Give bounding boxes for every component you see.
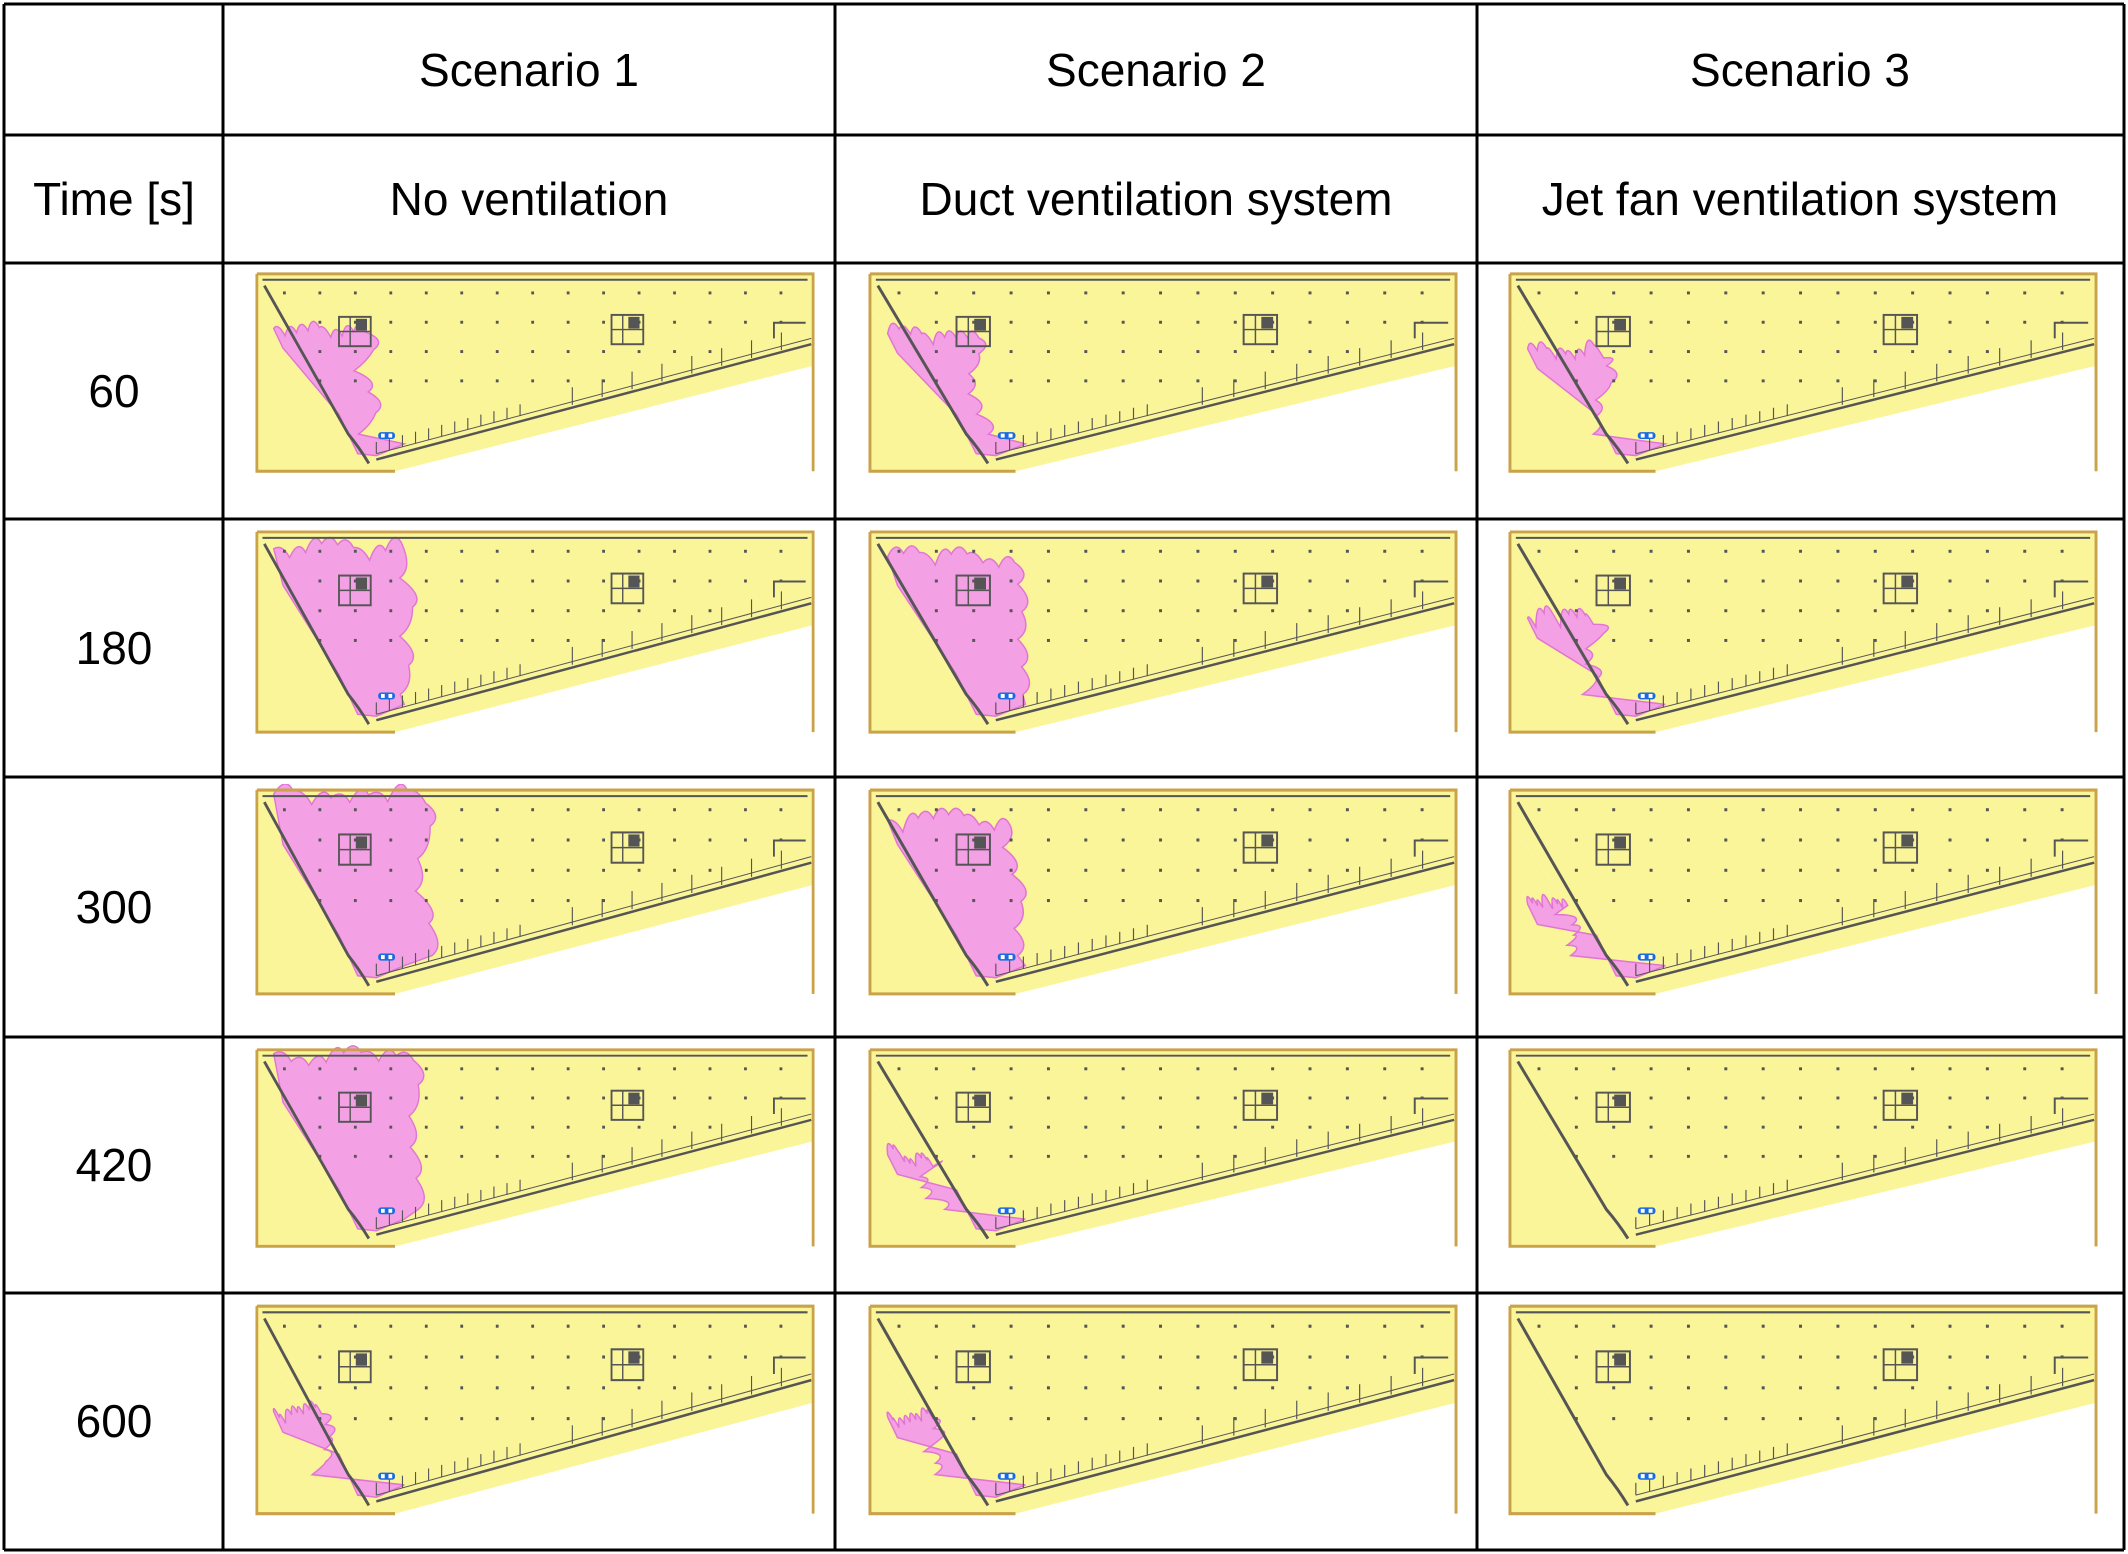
car-icon xyxy=(997,432,1016,440)
car-park-plan xyxy=(255,784,815,996)
car-icon xyxy=(997,1207,1016,1215)
car-park-plan xyxy=(868,788,1458,996)
time-cell-420: 420 xyxy=(75,1139,153,1191)
smoke-spread-region xyxy=(886,545,1031,718)
scenario-1-name: No ventilation xyxy=(389,173,669,225)
smoke-spread-region xyxy=(1526,339,1669,457)
scenario-3-name: Jet fan ventilation system xyxy=(1541,173,2059,225)
car-icon xyxy=(997,953,1016,961)
car-park-plan xyxy=(1508,788,2098,996)
smoke-spread-region xyxy=(886,1407,1026,1499)
car-icon xyxy=(378,692,395,700)
simulation-image-t300-scenario-2 xyxy=(868,784,1458,1006)
simulation-image-t600-scenario-2 xyxy=(868,1300,1458,1526)
car-icon xyxy=(997,692,1016,700)
simulation-image-t180-scenario-2 xyxy=(868,526,1458,744)
simulation-image-t420-scenario-2 xyxy=(868,1044,1458,1258)
car-park-plan xyxy=(255,272,815,473)
simulation-image-t60-scenario-1 xyxy=(255,268,815,483)
car-icon xyxy=(997,1472,1016,1480)
car-park-plan xyxy=(868,1304,1458,1516)
car-icon xyxy=(1637,432,1656,440)
car-icon xyxy=(378,953,395,961)
car-icon xyxy=(1637,953,1656,961)
simulation-image-t420-scenario-1 xyxy=(255,1044,815,1258)
car-icon xyxy=(1637,692,1656,700)
car-icon xyxy=(1637,1472,1656,1480)
time-header: Time [s] xyxy=(33,173,195,225)
time-cell-300: 300 xyxy=(75,881,153,933)
simulation-image-t600-scenario-3 xyxy=(1508,1300,2098,1526)
car-park-plan xyxy=(255,1045,815,1248)
simulation-image-t600-scenario-1 xyxy=(255,1300,815,1526)
time-cell-180: 180 xyxy=(75,622,153,674)
simulation-image-t60-scenario-3 xyxy=(1508,268,2098,483)
simulation-image-t300-scenario-1 xyxy=(255,784,815,1006)
smoke-spread-region xyxy=(272,320,407,457)
car-park-plan xyxy=(868,1048,1458,1248)
car-park-plan xyxy=(1508,1304,2098,1516)
simulation-image-t420-scenario-3 xyxy=(1508,1044,2098,1258)
smoke-spread-region xyxy=(272,536,418,718)
smoke-spread-region xyxy=(1526,605,1666,718)
time-cell-600: 600 xyxy=(75,1395,153,1447)
scenario-3-header: Scenario 3 xyxy=(1690,44,1910,96)
car-park-plan xyxy=(255,1304,815,1516)
simulation-image-t60-scenario-2 xyxy=(868,268,1458,483)
smoke-spread-region xyxy=(886,1142,1026,1232)
scenario-2-name: Duct ventilation system xyxy=(919,173,1393,225)
corner-cell xyxy=(6,6,222,134)
car-icon xyxy=(378,1472,395,1480)
scenario-1-header: Scenario 1 xyxy=(419,44,639,96)
simulation-image-t180-scenario-3 xyxy=(1508,526,2098,744)
car-park-plan xyxy=(868,272,1458,473)
scenario-2-header: Scenario 2 xyxy=(1046,44,1266,96)
car-park-plan xyxy=(868,530,1458,734)
car-icon xyxy=(378,432,395,440)
time-cell-60: 60 xyxy=(88,365,140,417)
car-park-plan xyxy=(1508,530,2098,734)
car-park-plan xyxy=(1508,1048,2098,1248)
car-icon xyxy=(1637,1207,1656,1215)
car-icon xyxy=(378,1207,395,1215)
smoke-spread-region xyxy=(272,784,439,979)
car-park-plan xyxy=(1508,272,2098,473)
simulation-image-t180-scenario-1 xyxy=(255,526,815,744)
simulation-image-t300-scenario-3 xyxy=(1508,784,2098,1006)
car-park-plan xyxy=(255,530,815,734)
smoke-spread-region xyxy=(886,807,1027,979)
